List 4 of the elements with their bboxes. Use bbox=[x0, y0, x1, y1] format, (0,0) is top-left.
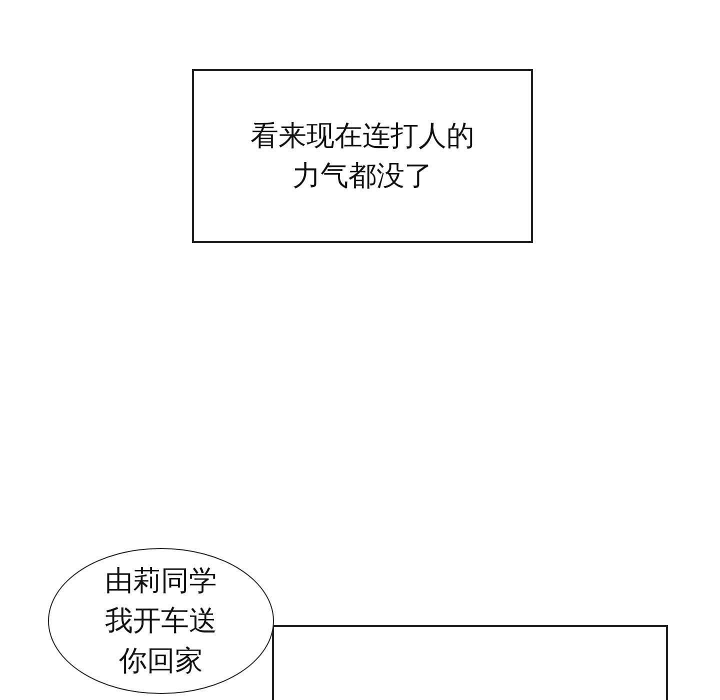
narration-text: 看来现在连打人的力气都没了 bbox=[250, 118, 476, 194]
caption-box bbox=[192, 69, 533, 243]
panel-frame bbox=[272, 625, 668, 700]
dialogue-text: 由莉同学我开车送你回家 bbox=[104, 563, 218, 679]
